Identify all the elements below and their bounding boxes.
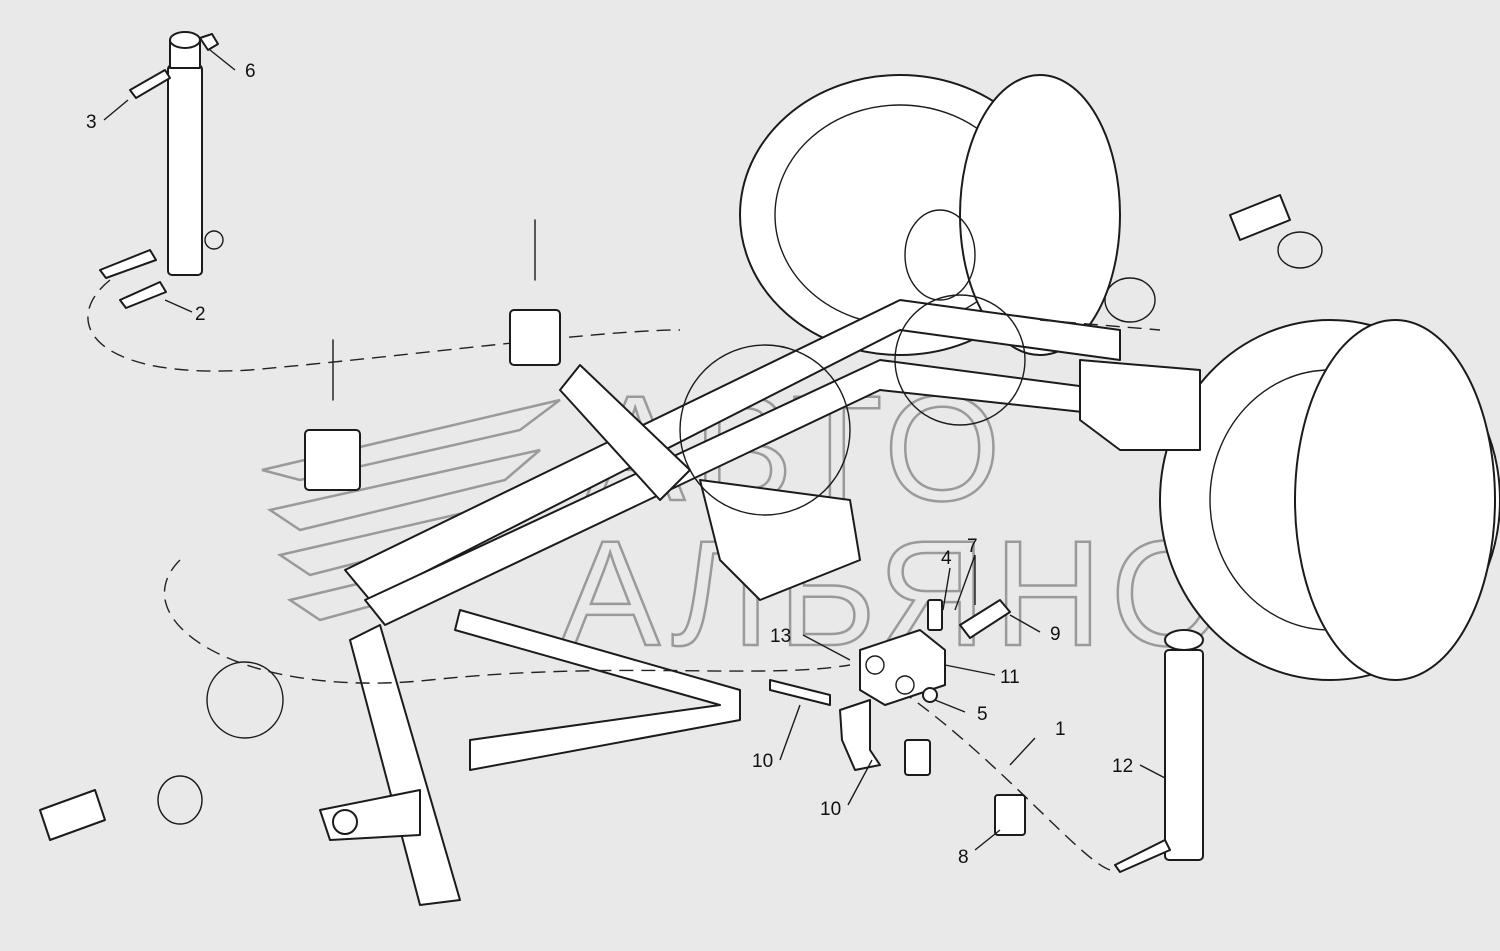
hydraulic-cylinder-left bbox=[99, 31, 224, 309]
hydraulic-cylinder-right bbox=[1114, 629, 1204, 873]
callout-9: 9 bbox=[1050, 624, 1061, 645]
leader-lines bbox=[103, 49, 1166, 851]
callout-4: 4 bbox=[941, 548, 952, 569]
callout-3: 3 bbox=[86, 112, 97, 133]
detail-views bbox=[206, 294, 1026, 739]
callout-13: 13 bbox=[770, 626, 791, 647]
valve-block bbox=[769, 599, 1011, 771]
callout-6: 6 bbox=[245, 61, 256, 82]
callout-11: 11 bbox=[1000, 667, 1020, 688]
wheel-right bbox=[1159, 319, 1500, 681]
callout-8: 8 bbox=[958, 847, 969, 868]
pipe-clamps bbox=[304, 219, 1026, 836]
callout-10a: 10 bbox=[752, 751, 773, 772]
callout-7: 7 bbox=[967, 536, 978, 557]
callout-2: 2 bbox=[195, 304, 206, 325]
callout-10b: 10 bbox=[820, 799, 841, 820]
chassis-frame bbox=[319, 299, 1201, 906]
callout-12: 12 bbox=[1112, 756, 1133, 777]
callout-5: 5 bbox=[977, 704, 988, 725]
hydraulic-lines bbox=[87, 279, 1161, 871]
wheel-rear bbox=[739, 74, 1121, 356]
callout-1: 1 bbox=[1055, 719, 1066, 740]
quick-couplings bbox=[39, 194, 1323, 841]
callout-labels: 1 2 3 4 5 6 7 8 9 10 10 11 12 13 bbox=[86, 61, 1133, 868]
